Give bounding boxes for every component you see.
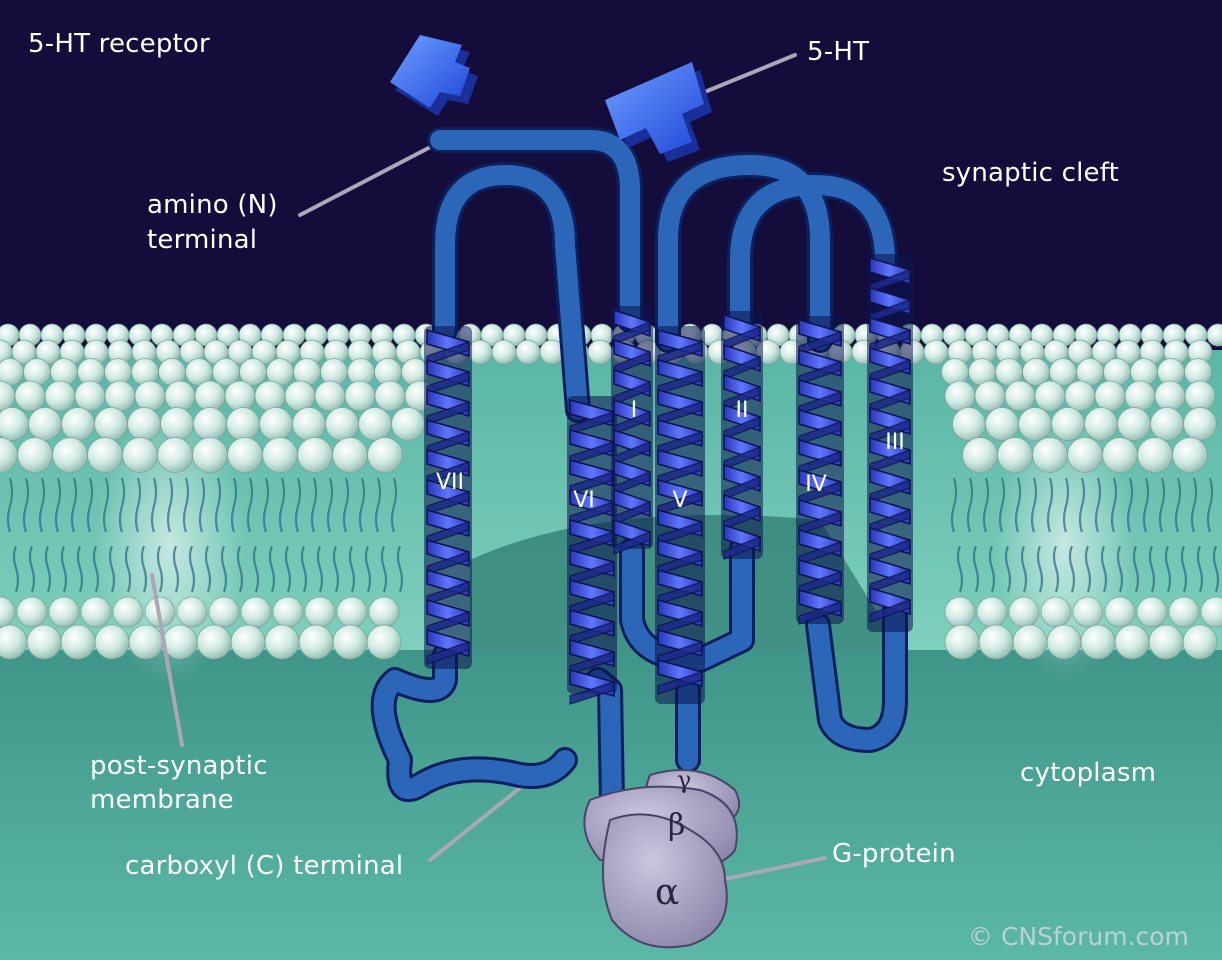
helix-label-iv: IV [805, 472, 827, 497]
helix-label-vii: VII [435, 470, 465, 495]
cytoplasm-label: cytoplasm [1020, 758, 1157, 788]
diagram-title: 5-HT receptor [28, 29, 210, 59]
membrane-label-line2: membrane [90, 785, 234, 815]
ligand-5ht-right [605, 62, 712, 162]
membrane-label-line1: post-synaptic [90, 751, 268, 781]
g-protein-gamma-label: γ [677, 766, 692, 794]
helix-label-vi: VI [573, 488, 595, 513]
ligand-5ht-left [390, 35, 478, 116]
synaptic-cleft-label: synaptic cleft [942, 158, 1120, 188]
synaptic-cleft-region [0, 0, 1222, 350]
lipid-heads [0, 323, 1222, 660]
amino-terminal-label-line1: amino (N) [147, 190, 278, 220]
receptor-loops [370, 127, 908, 813]
leader-lines [150, 53, 827, 882]
g-protein-alpha-label: α [655, 872, 680, 913]
ligand-label: 5-HT [807, 37, 870, 67]
g-protein-label: G-protein [832, 839, 956, 869]
amino-terminal-label-line2: terminal [147, 225, 258, 255]
helix-label-v: V [672, 488, 688, 513]
carboxyl-terminal-label: carboxyl (C) terminal [125, 851, 404, 881]
transmembrane-helices [424, 254, 913, 705]
copyright-credit: © CNSforum.com [968, 922, 1189, 951]
helix-label-i: I [630, 398, 638, 423]
g-protein-complex [583, 769, 740, 949]
g-protein-beta-label: β [668, 808, 686, 843]
helix-label-ii: II [735, 398, 749, 423]
lipid-tails [6, 477, 1220, 593]
helix-label-iii: III [885, 430, 905, 455]
